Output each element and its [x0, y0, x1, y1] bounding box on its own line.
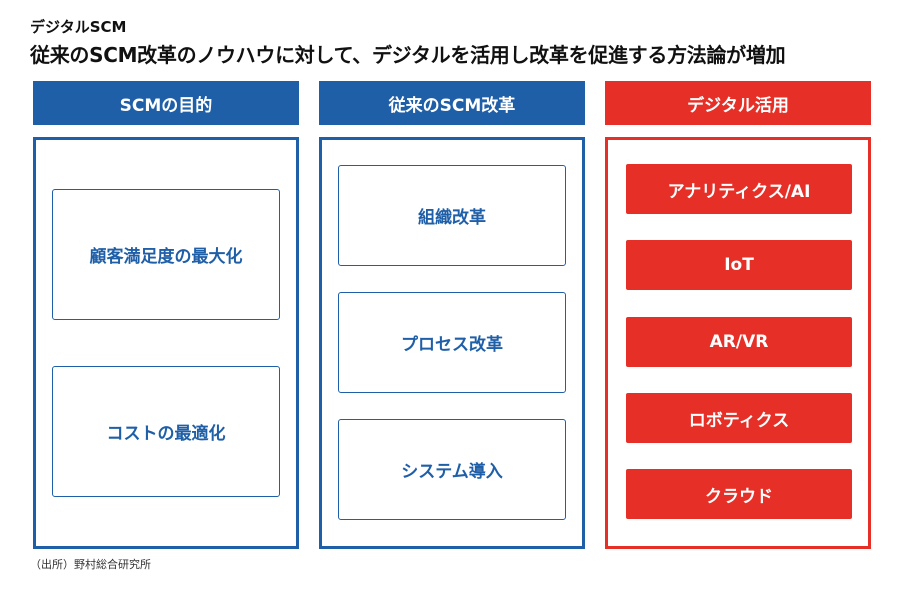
reform-box-organization: 組織改革: [338, 165, 566, 266]
source-note: （出所）野村総合研究所: [30, 558, 151, 571]
reform-box-process: プロセス改革: [338, 292, 566, 393]
digital-item-cloud: クラウド: [626, 469, 852, 519]
column-header-scm-purpose: SCMの目的: [33, 81, 299, 125]
column-frame-scm-purpose: 顧客満足度の最大化 コストの最適化: [33, 137, 299, 549]
kicker-label: デジタルSCM: [30, 18, 127, 36]
purpose-box-customer-satisfaction: 顧客満足度の最大化: [52, 189, 280, 320]
column-header-digital: デジタル活用: [605, 81, 871, 125]
reform-box-system: システム導入: [338, 419, 566, 520]
digital-item-iot: IoT: [626, 240, 852, 290]
digital-item-robotics: ロボティクス: [626, 393, 852, 443]
column-header-conventional-reform: 従来のSCM改革: [319, 81, 585, 125]
purpose-box-cost-optimization: コストの最適化: [52, 366, 280, 497]
digital-item-ar-vr: AR/VR: [626, 317, 852, 367]
headline: 従来のSCM改革のノウハウに対して、デジタルを活用し改革を促進する方法論が増加: [30, 43, 786, 67]
column-frame-conventional-reform: 組織改革 プロセス改革 システム導入: [319, 137, 585, 549]
column-frame-digital: アナリティクス/AI IoT AR/VR ロボティクス クラウド: [605, 137, 871, 549]
digital-item-analytics-ai: アナリティクス/AI: [626, 164, 852, 214]
